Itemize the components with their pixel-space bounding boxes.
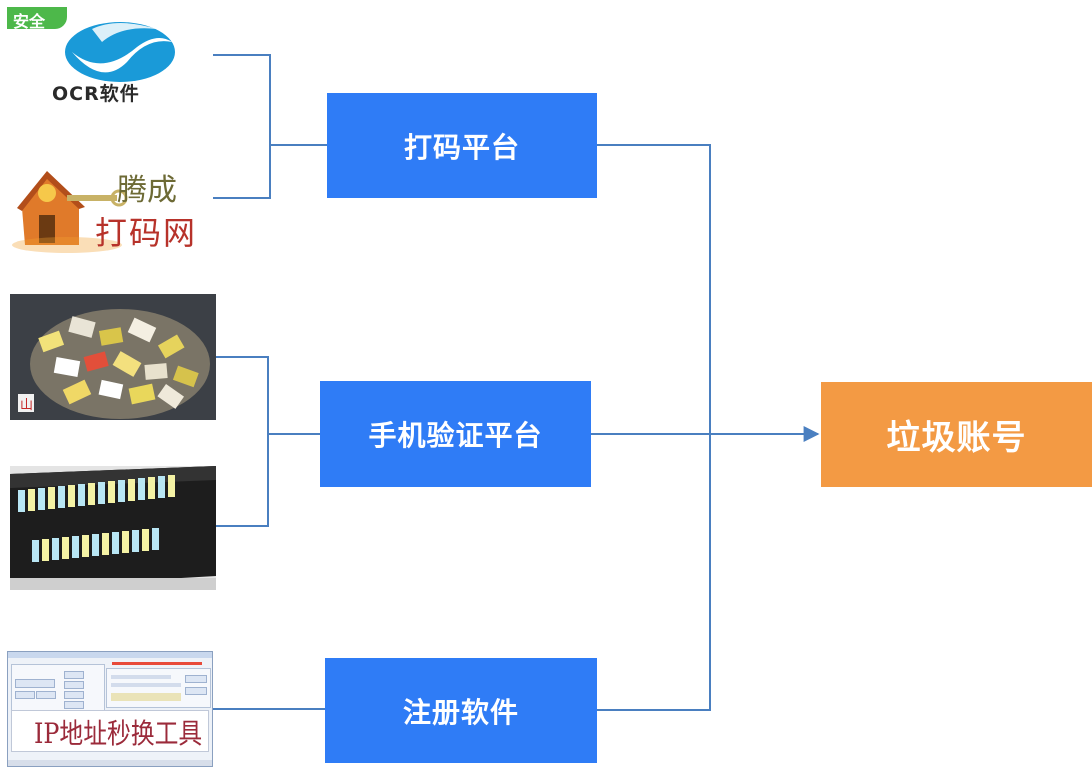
tool-red-bar [112,662,202,665]
phone-card-pool-image [10,466,216,590]
tool-banner [11,710,209,752]
tool-banner-text: IP地址秒换工具 [34,717,203,750]
tool-right-panel [106,668,211,708]
line-captcha-to-merge [597,144,711,711]
card-pool-device-icon [10,466,216,590]
sim-cards-pile-icon [10,294,216,420]
ip-tool-screenshot: IP地址秒换工具 [7,651,213,767]
ocr-software-image: 安全 OCR软件 [7,7,213,104]
security-badge-label: 安全 [13,12,46,31]
tool-titlebar [8,652,212,658]
captcha-platform-label: 打码平台 [403,130,520,164]
line-ocr-to-captcha [213,54,327,146]
tengcheng-image: 腾成 打码网 [7,153,213,253]
captcha-platform-box: 打码平台 [327,93,597,198]
corner-mark: 山 [20,398,34,413]
house-key-icon [12,171,128,253]
line-tengcheng-to-captcha [213,145,271,199]
tool-status-bar [8,760,212,766]
phone-verify-platform-box: 手机验证平台 [320,381,591,487]
tengcheng-name: 腾成 [117,173,177,208]
registration-software-label: 注册软件 [402,695,519,729]
line-pool-to-phone [216,434,269,527]
ocr-logo-icon [65,22,175,82]
junk-accounts-label: 垃圾账号 [886,418,1027,458]
phone-verify-platform-label: 手机验证平台 [368,419,543,452]
line-sim-to-phone [216,356,320,435]
ocr-software-label: OCR软件 [52,83,140,104]
corner-mark-box [18,394,34,412]
tengcheng-subtitle: 打码网 [95,214,198,252]
tool-left-panel [11,664,105,711]
junk-accounts-box: 垃圾账号 [821,382,1092,487]
sim-cards-image: 山 [10,294,216,420]
registration-software-box: 注册软件 [325,658,597,763]
security-badge [7,7,67,29]
